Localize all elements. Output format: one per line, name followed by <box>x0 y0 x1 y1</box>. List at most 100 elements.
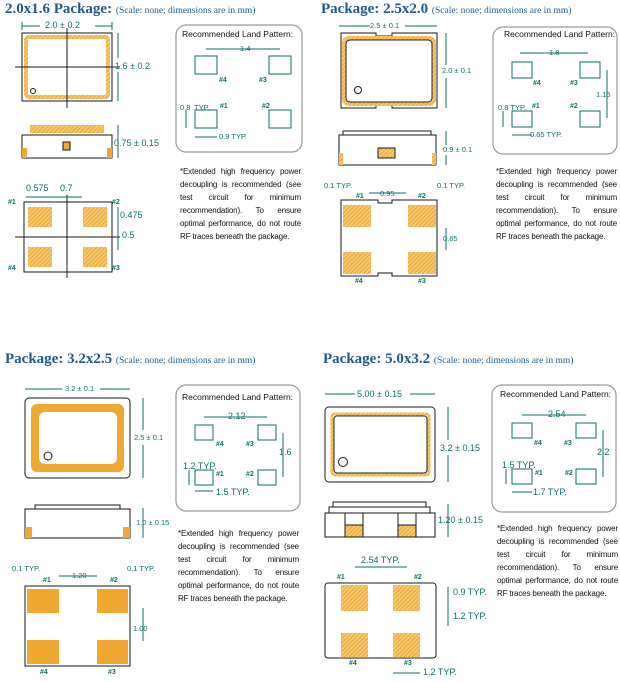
land-pitch-x: 2.12 <box>228 411 246 421</box>
height-dimension: 0.75 ± 0.15 <box>114 138 159 148</box>
package-title: Package: 2.5x2.0 (Scale: none; dimension… <box>321 1 571 18</box>
height-dimension: 0.9 ± 0.1 <box>443 145 473 154</box>
top-view-2016 <box>15 28 120 108</box>
dimension-lines-2520 <box>339 25 447 250</box>
land-pattern-3225 <box>175 384 301 512</box>
package-title-text: Package: 2.5x2.0 <box>321 1 429 17</box>
package-title-text: Package: 3.2x2.5 <box>5 351 113 367</box>
pin-4-label: #4 <box>8 265 16 272</box>
land-pad-height: 1.2 TYP. <box>183 461 217 471</box>
dimension-lines-5032 <box>325 393 449 674</box>
land-pin-1: #1 <box>220 103 228 110</box>
land-pad-width: 0.65 TYP. <box>530 130 563 139</box>
land-pitch-y: 1.6 <box>279 447 292 457</box>
pin-4-label: #4 <box>40 669 48 676</box>
land-pin-4: #4 <box>219 77 227 84</box>
pad-edge-dimension-left: 0.1 TYP. <box>324 181 353 190</box>
length-dimension: 2.0 ± 0.1 <box>442 66 472 75</box>
land-pattern-title: Recommended Land Pattern: <box>182 29 294 39</box>
pin-1-label: #1 <box>337 574 345 581</box>
pad-gap-dimension: 1.00 <box>133 624 148 633</box>
package-title: 2.0x1.6 Package: (Scale: none; dimension… <box>5 1 255 18</box>
pad-edge-dimension-left: 0.1 TYP. <box>12 564 41 573</box>
land-pad-height: 0.8 <box>180 103 191 112</box>
width-dimension: 2.5 ± 0.1 <box>370 21 400 30</box>
width-dimension: 3.2 ± 0.1 <box>65 384 95 393</box>
pin-2-label: #2 <box>110 577 118 584</box>
side-view-2016 <box>21 125 113 159</box>
dimension-lines-3225 <box>25 388 144 641</box>
package-title-text: Package: 5.0x3.2 <box>323 351 431 367</box>
land-pad-height: 1.5 TYP. <box>502 460 536 470</box>
pin-1-label: #1 <box>8 199 16 206</box>
land-pin-4: #4 <box>534 440 542 447</box>
bottom-view-3225 <box>24 585 131 667</box>
land-pin-1: #1 <box>216 471 224 478</box>
land-pin-3: #3 <box>570 80 578 87</box>
length-dimension: 1.6 ± 0.2 <box>115 61 150 71</box>
land-pitch-y: 1.15 <box>596 90 611 99</box>
dimension-lines-2016 <box>21 22 119 250</box>
pin-2-label: #2 <box>414 574 422 581</box>
top-view-3225 <box>24 397 131 479</box>
pad-spacing-dimension: 1.20 <box>72 571 87 580</box>
land-pattern-2520 <box>492 26 618 155</box>
pad-gap-dimension: 0.5 <box>122 230 135 240</box>
decoupling-note: *Extended high frequency power decouplin… <box>497 524 618 598</box>
land-pin-2: #2 <box>262 103 270 110</box>
pin-2-label: #2 <box>112 199 120 206</box>
land-pin-1: #1 <box>535 470 543 477</box>
pad-gap-dimension: 0.65 <box>443 234 458 243</box>
pin-3-label: #3 <box>108 669 116 676</box>
land-pattern-2016 <box>175 24 303 153</box>
width-dimension: 2.0 ± 0.2 <box>45 20 80 30</box>
pad-height-dimension: 0.9 TYP. <box>453 587 487 597</box>
height-dimension: 1.20 ± 0.15 <box>438 515 483 525</box>
pin-2-label: #2 <box>418 193 426 200</box>
pad-spacing-dimension: 0.95 <box>380 189 395 198</box>
land-pin-1: #1 <box>532 103 540 110</box>
pad-width-dimension: 1.2 TYP. <box>423 667 457 677</box>
package-title: Package: 5.0x3.2 (Scale: none; dimension… <box>323 351 573 368</box>
land-pitch-x: 2.54 <box>548 409 566 419</box>
length-dimension: 2.5 ± 0.1 <box>134 433 164 442</box>
pad-edge-dimension-right: 0.1 TYP. <box>127 564 156 573</box>
width-dimension: 5.00 ± 0.15 <box>357 389 402 399</box>
pin-1-label: #1 <box>356 193 364 200</box>
height-dimension: 1.0 ± 0.15 <box>136 518 170 527</box>
bottom-view-2016 <box>15 195 120 278</box>
package-subtitle: (Scale: none; dimensions are in mm) <box>115 6 256 16</box>
land-pattern-title: Recommended Land Pattern: <box>500 389 612 399</box>
land-pad-height: 0.8 TYP. <box>498 103 527 112</box>
decoupling-note: *Extended high frequency power decouplin… <box>496 167 617 241</box>
package-subtitle: (Scale: none; dimensions are in mm) <box>115 356 256 366</box>
land-pin-2: #2 <box>570 103 578 110</box>
land-pad-height-typ: TYP. <box>194 103 210 112</box>
land-pin-2: #2 <box>246 471 254 478</box>
pin-3-label: #3 <box>418 278 426 285</box>
side-view-3225 <box>24 504 131 539</box>
land-pin-4: #4 <box>533 80 541 87</box>
land-pin-3: #3 <box>259 77 267 84</box>
land-pattern-5032 <box>491 384 617 513</box>
pad-gap-dimension: 1.2 TYP. <box>453 611 487 621</box>
land-pattern-title: Recommended Land Pattern: <box>182 392 294 402</box>
pad-spacing-dimension: 0.7 <box>60 183 73 193</box>
pin-4-label: #4 <box>349 660 357 667</box>
decoupling-note: *Extended high frequency power decouplin… <box>180 167 301 241</box>
land-pattern-title: Recommended Land Pattern: <box>504 29 616 39</box>
pad-pitch-dimension: 2.54 TYP. <box>361 555 400 565</box>
land-pad-width: 0.9 TYP. <box>219 132 248 141</box>
land-pad-width: 1.5 TYP. <box>216 487 250 497</box>
pin-3-label: #3 <box>404 660 412 667</box>
land-pin-3: #3 <box>246 441 254 448</box>
package-subtitle: (Scale: none; dimensions are in mm) <box>433 356 574 366</box>
bottom-view-5032 <box>324 582 437 659</box>
package-title-text: 2.0x1.6 Package: <box>5 1 113 17</box>
land-pin-3: #3 <box>564 440 572 447</box>
pin-3-label: #3 <box>112 265 120 272</box>
land-pad-width: 1.7 TYP. <box>533 487 567 497</box>
length-dimension: 3.2 ± 0.15 <box>440 443 480 453</box>
